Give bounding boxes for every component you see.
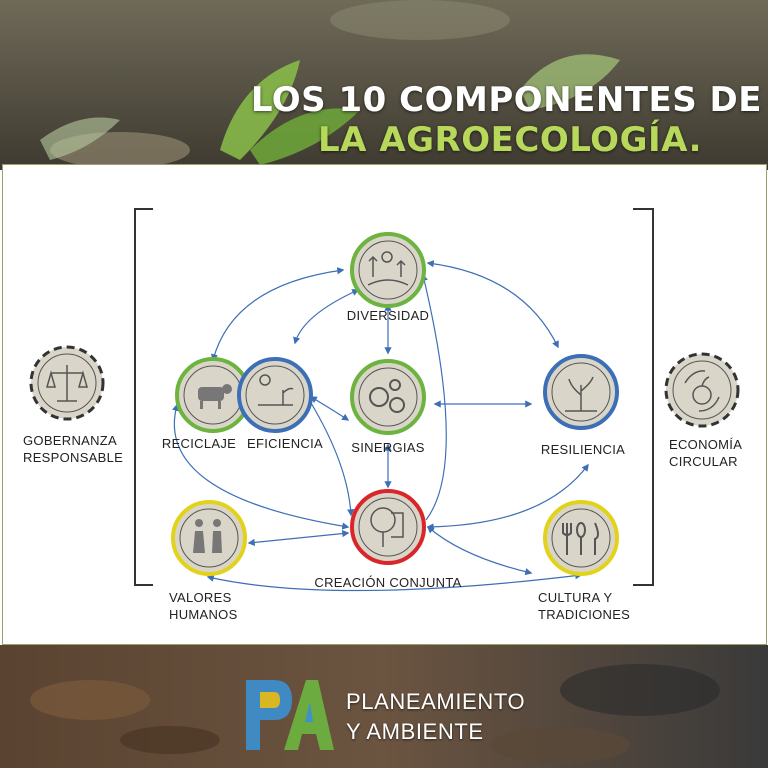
tree-puzzle-icon: [370, 507, 404, 547]
diagram-panel: DIVERSIDAD RECICLAJE EFICIENCIA: [2, 164, 767, 645]
scales-icon: [46, 365, 88, 402]
title-line-1: LOS 10 COMPONENTES DE: [250, 80, 762, 120]
gobernanza-node: [29, 345, 105, 421]
tree-landscape-icon: [367, 251, 409, 286]
apple-cycle-icon: [684, 370, 720, 412]
creacion-node: [350, 489, 426, 565]
label-sinergias: SINERGIAS: [351, 440, 425, 455]
label-reciclaje: RECICLAJE: [162, 436, 236, 451]
label-economia-1: ECONOMÍA: [669, 437, 742, 452]
sun-seedling-icon: [258, 374, 294, 406]
cutlery-icon: [562, 522, 599, 555]
label-resiliencia: RESILIENCIA: [541, 442, 625, 457]
label-cultura-2: TRADICIONES: [538, 607, 630, 622]
economia-node: [664, 352, 740, 428]
arrow-creacion-diversidad: [420, 273, 447, 521]
connector-arrows: [172, 260, 589, 592]
agroecology-diagram: DIVERSIDAD RECICLAJE EFICIENCIA: [23, 208, 742, 622]
label-gobernanza-2: RESPONSABLE: [23, 450, 123, 465]
cultura-node: [543, 500, 619, 576]
label-creacion: CREACIÓN CONJUNTA: [314, 575, 461, 590]
people-icon: [193, 519, 222, 553]
label-diversidad: DIVERSIDAD: [347, 308, 429, 323]
sinergias-node: [350, 359, 426, 435]
arrow-eficiencia-creacion: [310, 402, 355, 517]
diversidad-node: [350, 232, 426, 308]
gears-icon: [369, 379, 405, 413]
left-bracket: [134, 208, 153, 586]
label-economia-2: CIRCULAR: [669, 454, 738, 469]
brand-line-2: Y AMBIENTE: [346, 719, 484, 744]
brand-name: PLANEAMIENTO Y AMBIENTE: [346, 687, 525, 747]
label-valores-1: VALORES: [169, 590, 232, 605]
eficiencia-node: [237, 357, 313, 433]
title-line-2: LA AGROECOLOGÍA.: [318, 120, 702, 160]
cow-icon: [198, 384, 232, 409]
label-gobernanza-1: GOBERNANZA: [23, 433, 117, 448]
planeamiento-ambiente-logo: [246, 680, 334, 750]
valores-node: [171, 500, 247, 576]
resiliencia-node: [543, 354, 619, 430]
plant-rain-icon: [565, 376, 597, 412]
brand-line-1: PLANEAMIENTO: [346, 689, 526, 714]
right-bracket: [633, 208, 654, 586]
label-valores-2: HUMANOS: [169, 607, 238, 622]
label-cultura-1: CULTURA Y: [538, 590, 612, 605]
label-eficiencia: EFICIENCIA: [247, 436, 323, 451]
